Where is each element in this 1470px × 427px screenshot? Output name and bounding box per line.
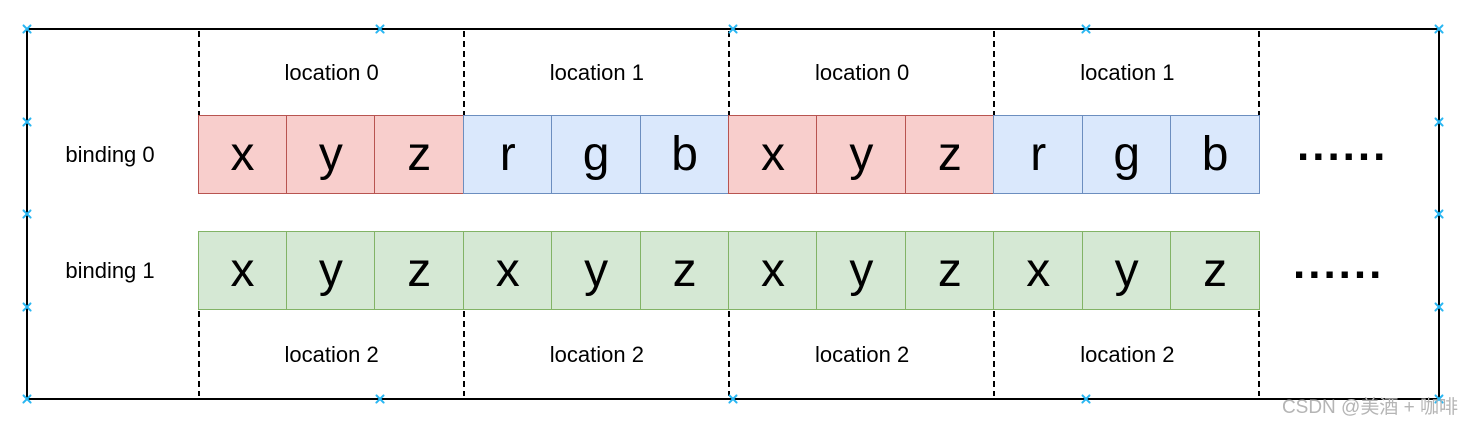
dashed-separator: [993, 311, 995, 396]
attribute-cell-label: z: [672, 243, 697, 297]
attribute-cell: y: [816, 231, 907, 310]
attribute-cell: g: [551, 115, 642, 194]
attribute-cell-label: z: [407, 127, 432, 181]
location-label: location 2: [1080, 341, 1175, 367]
attribute-cell-label: y: [849, 243, 874, 297]
attribute-cell: y: [551, 231, 642, 310]
location-label: location 2: [815, 341, 910, 367]
dashed-separator: [198, 311, 200, 396]
location-label: location 0: [815, 59, 910, 85]
attribute-cell: x: [728, 231, 818, 310]
attribute-cell: y: [285, 115, 376, 194]
attribute-cell-label: y: [318, 127, 343, 181]
attribute-cell: b: [1170, 115, 1261, 194]
location-label: location 1: [549, 59, 644, 85]
attribute-cell-label: x: [230, 243, 255, 297]
connection-point-icon: [374, 23, 386, 35]
connection-point-icon: [1433, 208, 1445, 220]
dashed-separator: [1258, 311, 1260, 396]
attribute-cell-label: r: [499, 127, 516, 181]
attribute-cell-label: b: [1201, 127, 1229, 181]
attribute-cell: z: [1170, 231, 1261, 310]
attribute-cell-label: z: [1203, 243, 1228, 297]
attribute-cell: y: [1081, 231, 1172, 310]
connection-point-icon: [1080, 393, 1092, 405]
connection-point-icon: [21, 393, 33, 405]
connection-point-icon: [21, 301, 33, 313]
attribute-cell: x: [462, 231, 553, 310]
connection-point-icon: [1433, 301, 1445, 313]
attribute-cell-label: r: [1030, 127, 1047, 181]
attribute-cell: z: [374, 115, 465, 194]
attribute-cell: z: [639, 231, 730, 310]
attribute-cell: x: [993, 231, 1084, 310]
dashed-separator: [728, 311, 730, 396]
attribute-cell-label: x: [760, 243, 785, 297]
dashed-separator: [463, 311, 465, 396]
connection-point-icon: [374, 393, 386, 405]
attribute-cell: z: [374, 231, 465, 310]
binding-1-label: binding 1: [65, 257, 155, 283]
attribute-cell: r: [462, 115, 553, 194]
dashed-separator: [198, 31, 200, 115]
ellipsis-dots: ......: [1297, 121, 1389, 170]
connection-point-icon: [21, 208, 33, 220]
attribute-cell-label: y: [584, 243, 609, 297]
connection-point-icon: [21, 116, 33, 128]
binding-0-row: x y z r g b x: [197, 115, 1261, 194]
attribute-cell-label: x: [1026, 243, 1051, 297]
binding-1-row: x y z x y z x: [197, 231, 1261, 310]
connection-point-icon: [1433, 116, 1445, 128]
connection-point-icon: [21, 23, 33, 35]
csdn-watermark: CSDN @美酒 + 咖啡: [1281, 397, 1458, 418]
connection-point-icon: [727, 23, 739, 35]
dashed-separator: [993, 31, 995, 115]
attribute-cell-label: z: [407, 243, 432, 297]
attribute-cell-label: x: [230, 127, 255, 181]
attribute-cell-label: x: [495, 243, 520, 297]
attribute-cell: z: [904, 231, 995, 310]
connection-point-icon: [1080, 23, 1092, 35]
attribute-cell: x: [197, 231, 288, 310]
ellipsis-dots: ......: [1293, 239, 1385, 288]
attribute-cell: g: [1081, 115, 1172, 194]
attribute-cell: y: [285, 231, 376, 310]
attribute-cell: b: [639, 115, 730, 194]
attribute-cell-label: z: [937, 243, 962, 297]
attribute-cell-label: y: [318, 243, 343, 297]
bottom-location-labels: location 2 location 2 location 2 locatio…: [199, 310, 1260, 399]
location-label: location 2: [549, 341, 644, 367]
attribute-cell: x: [197, 115, 288, 194]
attribute-cell: x: [728, 115, 818, 194]
attribute-cell-label: b: [671, 127, 698, 181]
attribute-cell: z: [904, 115, 995, 194]
attribute-cell-label: g: [1113, 127, 1141, 181]
attribute-cell-label: g: [582, 127, 610, 181]
attribute-cell-label: z: [937, 127, 962, 181]
attribute-cell: r: [993, 115, 1084, 194]
dashed-separator: [728, 31, 730, 115]
top-location-labels: location 0 location 1 location 0 locatio…: [199, 30, 1260, 115]
attribute-cell-label: x: [760, 127, 785, 181]
location-label: location 1: [1080, 59, 1175, 85]
attribute-cell: y: [816, 115, 907, 194]
location-label: location 2: [284, 341, 379, 367]
attribute-cell-label: y: [1114, 243, 1139, 297]
dashed-separator: [463, 31, 465, 115]
binding-0-label: binding 0: [65, 141, 155, 167]
location-label: location 0: [284, 59, 379, 85]
dashed-separator: [1258, 31, 1260, 115]
connection-point-icon: [1433, 23, 1445, 35]
attribute-cell-label: y: [849, 127, 874, 181]
connection-point-icon: [727, 393, 739, 405]
